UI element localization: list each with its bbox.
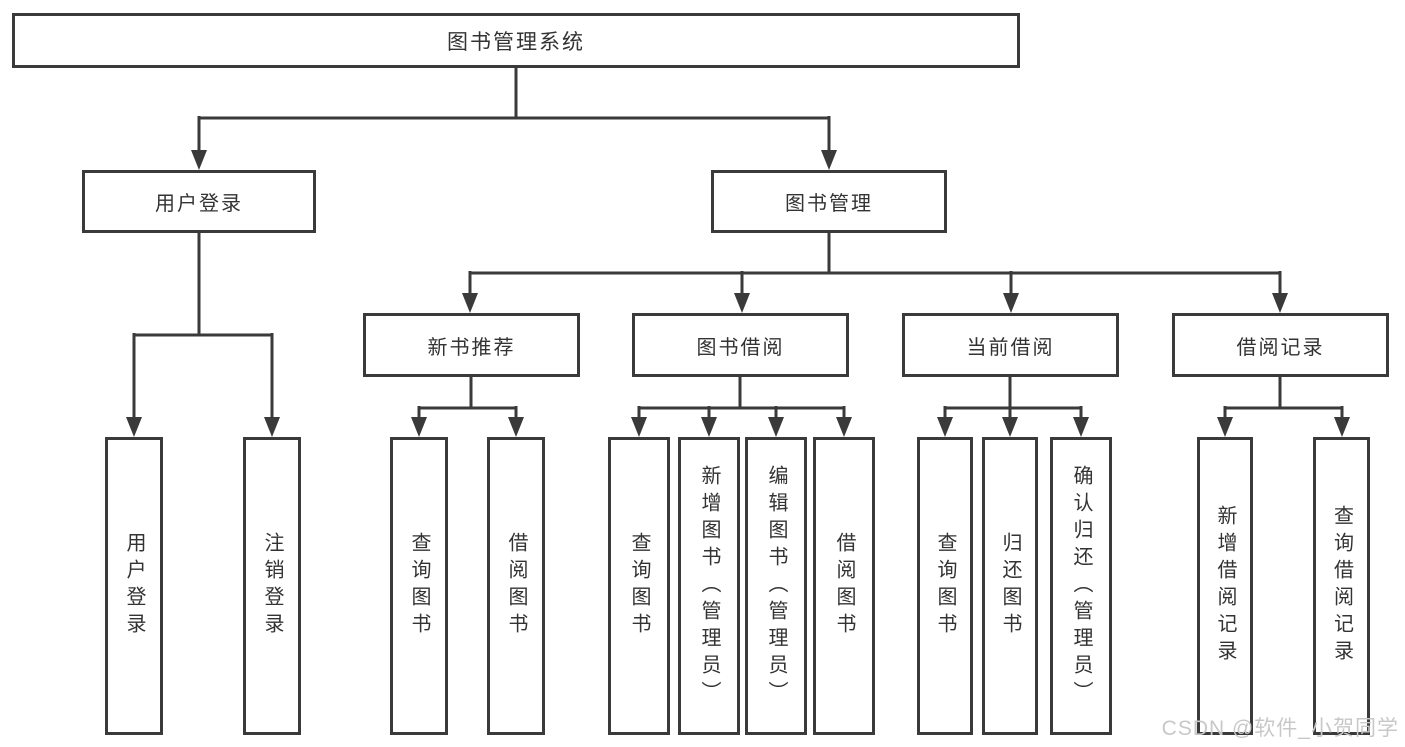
- leaf-borrow-edit-books-admin: 编辑图书（管理员）: [745, 437, 807, 735]
- leaf-borrow-query-books: 查询图书: [608, 437, 670, 735]
- node-user-login: 用户登录: [82, 170, 316, 233]
- leaf-record-query-borrow-record: 查询借阅记录: [1313, 437, 1370, 735]
- leaf-recommend-borrow-books: 借阅图书: [487, 437, 545, 735]
- leaf-current-query-books: 查询图书: [917, 437, 973, 735]
- node-current-borrow: 当前借阅: [902, 313, 1119, 377]
- node-book-borrow: 图书借阅: [632, 313, 849, 377]
- node-borrow-record: 借阅记录: [1172, 313, 1389, 377]
- leaf-user-login: 用户登录: [105, 437, 163, 735]
- node-book-management: 图书管理: [711, 170, 947, 233]
- leaf-recommend-query-books: 查询图书: [390, 437, 448, 735]
- node-new-book-recommend: 新书推荐: [363, 313, 580, 377]
- node-root-system: 图书管理系统: [12, 13, 1020, 68]
- leaf-logout: 注销登录: [243, 437, 301, 735]
- csdn-watermark: CSDN @软件_小贺同学: [1161, 717, 1399, 740]
- leaf-borrow-borrow-books: 借阅图书: [813, 437, 875, 735]
- leaf-current-return-books: 归还图书: [982, 437, 1038, 735]
- leaf-current-confirm-return-admin: 确认归还（管理员）: [1050, 437, 1112, 735]
- leaf-borrow-add-books-admin: 新增图书（管理员）: [678, 437, 740, 735]
- leaf-record-add-borrow-record: 新增借阅记录: [1197, 437, 1253, 735]
